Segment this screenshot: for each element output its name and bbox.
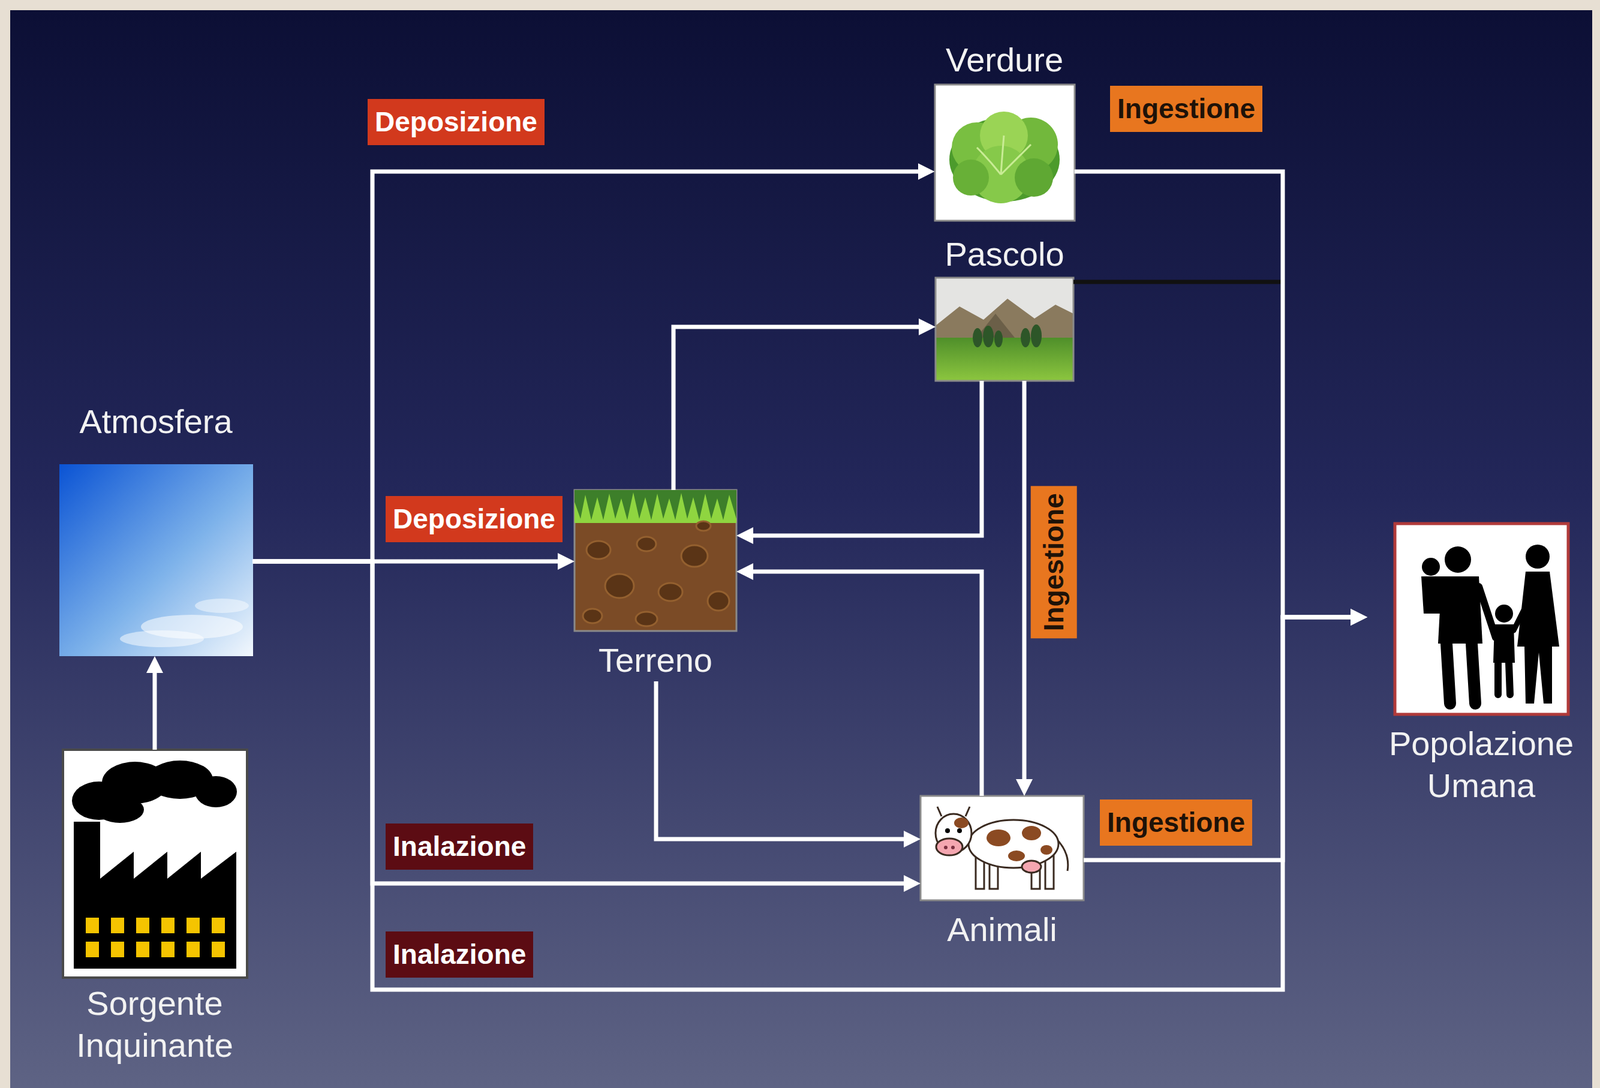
lettuce-picture bbox=[934, 84, 1075, 221]
pathway-label: Ingestione bbox=[1110, 85, 1263, 132]
flow-arrow bbox=[152, 664, 158, 750]
picture-area bbox=[920, 795, 1084, 901]
flow-arrow bbox=[253, 561, 913, 884]
node-label: Terreno bbox=[598, 639, 713, 682]
flow-arrow bbox=[744, 571, 982, 796]
flow-arrow bbox=[744, 380, 982, 536]
node-label: Popolazione Umana bbox=[1367, 722, 1596, 807]
pathway-label: Ingestione bbox=[1030, 485, 1078, 639]
picture-node: Verdure bbox=[934, 38, 1075, 221]
picture-area bbox=[934, 84, 1075, 221]
flow-arrow bbox=[673, 326, 928, 490]
picture-area bbox=[62, 749, 248, 978]
pathway-label: Inalazione bbox=[385, 823, 534, 870]
picture-node: Terreno bbox=[574, 489, 737, 682]
factory-icon bbox=[62, 749, 248, 978]
flow-arrow bbox=[656, 681, 913, 839]
node-label: Atmosfera bbox=[79, 400, 233, 443]
pathway-label: Deposizione bbox=[367, 98, 545, 146]
picture-node: Sorgente Inquinante bbox=[52, 749, 257, 1067]
picture-area bbox=[935, 277, 1074, 381]
node-label: Pascolo bbox=[944, 233, 1064, 276]
flow-arrow bbox=[253, 561, 1360, 990]
pathway-label: Deposizione bbox=[385, 495, 563, 543]
soil-picture bbox=[574, 489, 737, 631]
picture-area bbox=[59, 464, 254, 657]
pathway-label: Ingestione bbox=[1099, 799, 1253, 846]
pasture-picture bbox=[935, 277, 1074, 381]
picture-node: Atmosfera bbox=[59, 400, 254, 657]
flow-arrow bbox=[1074, 171, 1360, 618]
picture-node: Popolazione Umana bbox=[1367, 523, 1596, 807]
flow-arrow bbox=[253, 171, 927, 562]
flow-arrow bbox=[1073, 281, 1359, 618]
node-label: Verdure bbox=[945, 38, 1064, 81]
picture-node: Pascolo bbox=[935, 233, 1074, 381]
people-silhouette bbox=[1394, 523, 1569, 715]
flow-arrow bbox=[1083, 617, 1359, 860]
picture-area bbox=[574, 489, 737, 631]
picture-area bbox=[1394, 523, 1569, 715]
picture-node: Animali bbox=[920, 795, 1084, 951]
pathway-label: Inalazione bbox=[385, 931, 534, 978]
node-label: Animali bbox=[946, 908, 1058, 951]
node-label: Sorgente Inquinante bbox=[52, 982, 257, 1067]
sky-picture bbox=[59, 464, 254, 657]
flow-arrow bbox=[1022, 380, 1027, 788]
cow-picture bbox=[920, 795, 1084, 901]
